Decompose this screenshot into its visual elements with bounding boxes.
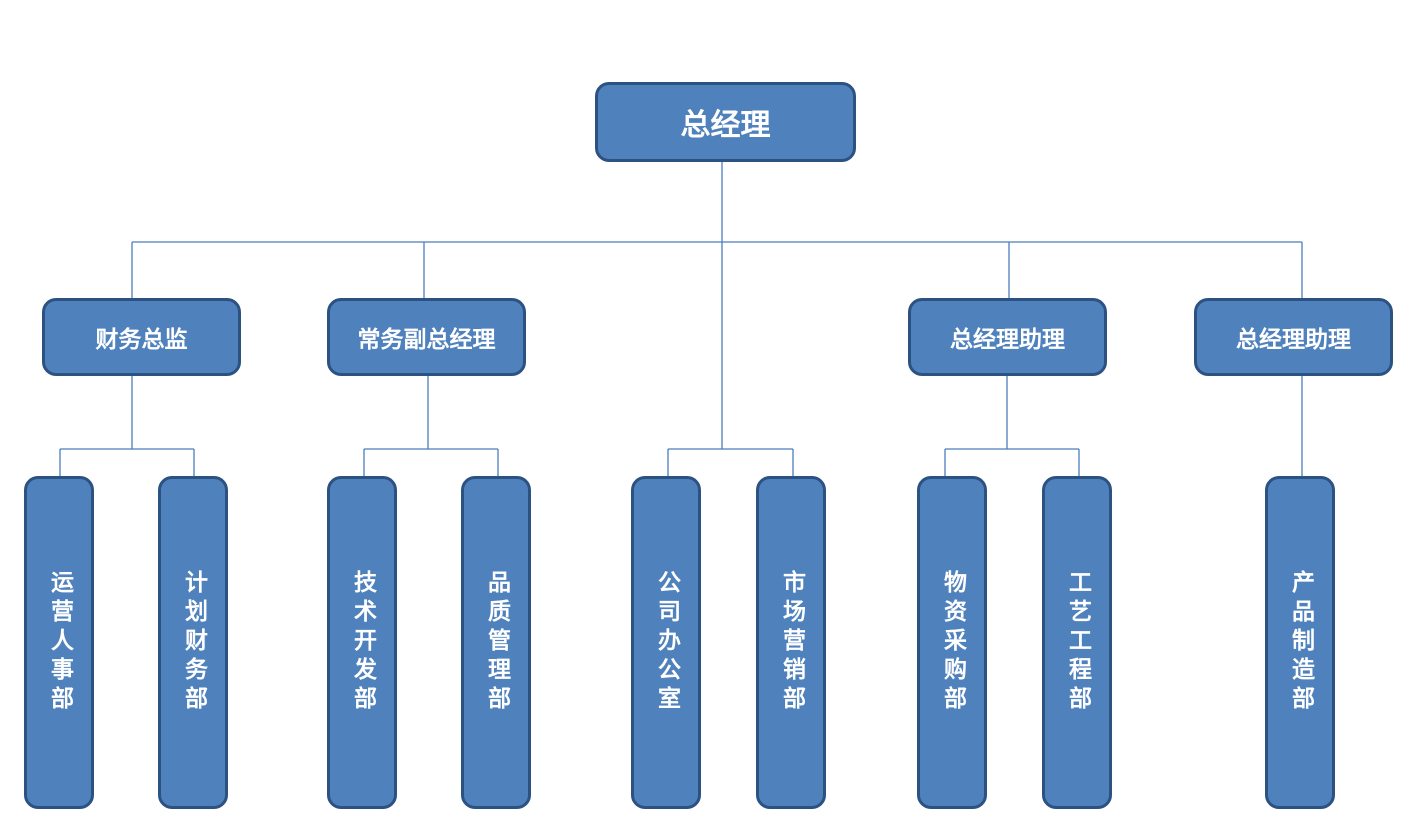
node-operations-hr-dept: 运营人事部 — [24, 476, 94, 809]
node-finance-director-label: 财务总监 — [95, 327, 188, 353]
node-procurement-dept: 物资采购部 — [917, 476, 987, 809]
node-company-office-label: 公司办公室 — [653, 570, 680, 715]
node-process-engineering-dept-label: 工艺工程部 — [1064, 570, 1091, 715]
node-marketing-dept-label: 市场营销部 — [778, 570, 805, 715]
node-general-manager: 总经理 — [595, 82, 856, 162]
node-general-manager-label: 总经理 — [680, 108, 771, 143]
node-manufacturing-dept-label: 产品制造部 — [1287, 570, 1314, 715]
node-gm-assistant-1-label: 总经理助理 — [950, 327, 1065, 353]
node-marketing-dept: 市场营销部 — [756, 476, 826, 809]
node-tech-development-dept: 技术开发部 — [327, 476, 397, 809]
node-planning-finance-dept: 计划财务部 — [158, 476, 228, 809]
node-process-engineering-dept: 工艺工程部 — [1042, 476, 1112, 809]
node-tech-development-dept-label: 技术开发部 — [349, 570, 376, 715]
node-executive-deputy-gm-label: 常务副总经理 — [357, 327, 496, 353]
node-executive-deputy-gm: 常务副总经理 — [327, 298, 526, 376]
node-quality-management-dept: 品质管理部 — [461, 476, 531, 809]
node-manufacturing-dept: 产品制造部 — [1265, 476, 1335, 809]
node-procurement-dept-label: 物资采购部 — [939, 570, 966, 715]
node-quality-management-dept-label: 品质管理部 — [483, 570, 510, 715]
node-operations-hr-dept-label: 运营人事部 — [46, 570, 73, 715]
node-gm-assistant-2-label: 总经理助理 — [1236, 327, 1351, 353]
node-company-office: 公司办公室 — [631, 476, 701, 809]
node-gm-assistant-1: 总经理助理 — [908, 298, 1107, 376]
node-gm-assistant-2: 总经理助理 — [1194, 298, 1393, 376]
node-finance-director: 财务总监 — [42, 298, 241, 376]
node-planning-finance-dept-label: 计划财务部 — [180, 570, 207, 715]
